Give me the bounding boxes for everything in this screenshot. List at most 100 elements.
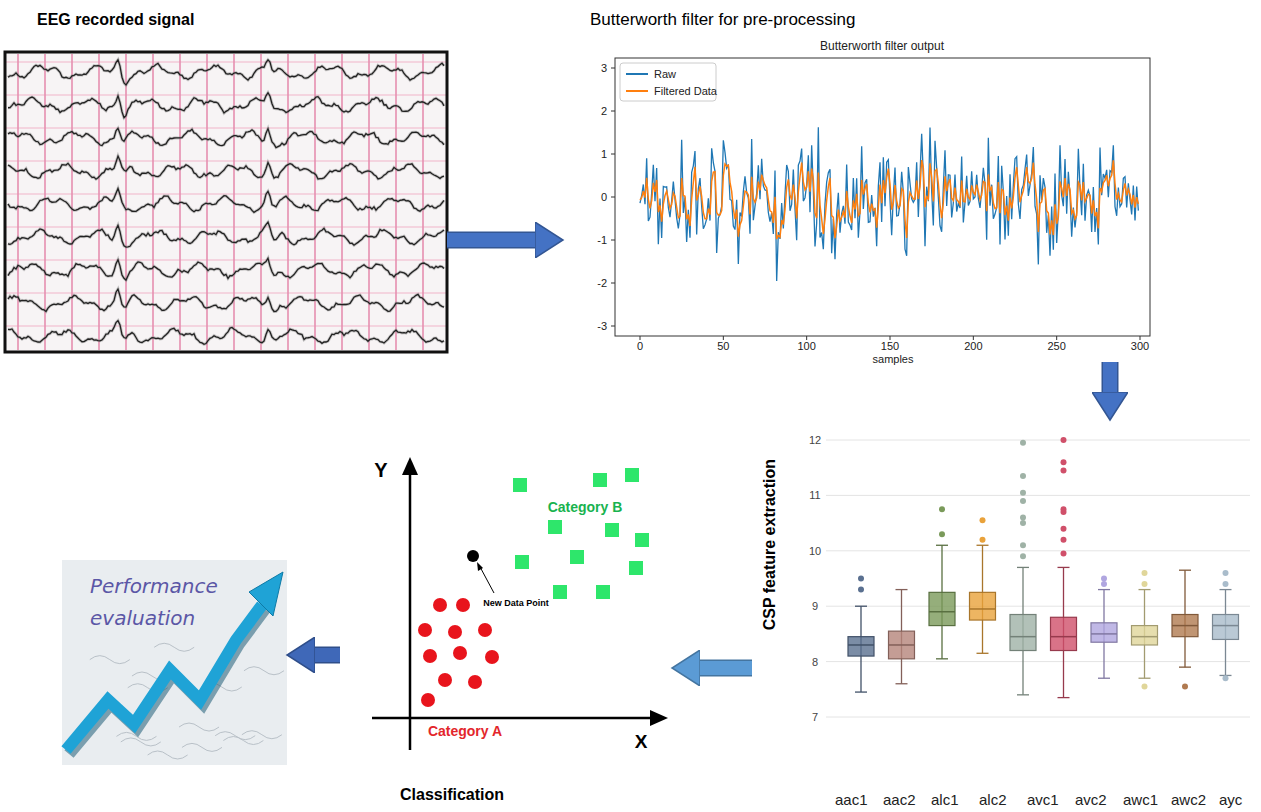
pointer-head: [477, 562, 483, 571]
signal-stage: EEG recorded signal: [5, 52, 447, 352]
box: [1172, 570, 1198, 689]
whisker-cap: [896, 589, 908, 590]
sketch-line: [154, 643, 194, 651]
eeg-trace-shadow: [8, 321, 444, 345]
outlier: [980, 517, 986, 523]
box-body: [929, 592, 955, 625]
class-name: Category B: [548, 499, 623, 515]
whisker-cap: [1017, 567, 1029, 568]
stage-title: Performance evaluation: [90, 570, 250, 634]
stage-title: Classification: [400, 785, 504, 804]
legend-text: Raw: [654, 68, 676, 81]
whisker-cap: [1139, 678, 1151, 679]
outlier: [1142, 684, 1148, 690]
whisker-cap: [1098, 678, 1110, 679]
category-a-point: [421, 693, 435, 707]
arrow-outline: [447, 232, 536, 249]
category-b-point: [596, 585, 610, 599]
outlier: [1020, 498, 1026, 504]
box: [929, 506, 955, 659]
x-axis: [372, 717, 655, 720]
whisker-cap: [936, 658, 948, 659]
outlier: [939, 506, 945, 512]
tick-label: 3: [601, 62, 607, 75]
outlier: [1061, 437, 1067, 443]
axis-name: X: [635, 731, 648, 753]
class-name: Category A: [428, 723, 502, 739]
category-label: alc1: [931, 791, 959, 808]
tick-mark: [611, 240, 615, 241]
eeg-trace: [8, 189, 444, 213]
outlier: [1223, 581, 1229, 587]
category-a-point: [485, 650, 499, 664]
tick-mark: [640, 336, 641, 340]
stage-title: CSP feature extraction: [760, 459, 779, 630]
box: [970, 517, 996, 653]
whisker-cap: [977, 545, 989, 546]
category-a-point: [418, 623, 432, 637]
category-label: avc2: [1075, 791, 1107, 808]
outlier: [1182, 684, 1188, 690]
sketch-line: [223, 737, 263, 745]
trend-head: [249, 572, 283, 616]
outlier: [1020, 490, 1026, 496]
stage-title: EEG recorded signal: [37, 10, 194, 29]
feature-stage: CSP feature extraction: [752, 420, 1250, 760]
tick-label: 300: [1131, 340, 1149, 353]
sketch-line: [121, 738, 161, 746]
box-body: [1132, 626, 1158, 645]
arrow-shaft: [1103, 362, 1117, 393]
tick-mark: [806, 336, 807, 340]
tick-label: 250: [1047, 340, 1065, 353]
tick-label: -3: [597, 320, 607, 333]
eeg-trace-shadow: [8, 189, 444, 213]
tick-label: 0: [637, 340, 643, 353]
arrow-shaft: [447, 233, 536, 247]
plot-frame: [615, 58, 1150, 336]
grid-line: [826, 717, 1250, 718]
arrow-shaft: [699, 661, 752, 675]
sketch-line: [148, 751, 188, 759]
sketch-line: [182, 743, 222, 751]
flow-arrow: [699, 668, 752, 669]
whisker-cap: [855, 606, 867, 607]
outlier: [1061, 459, 1067, 465]
tick-label: 100: [797, 340, 815, 353]
whisker-cap: [1179, 570, 1191, 571]
category-label: ayc: [1219, 791, 1242, 808]
grid-line: [826, 550, 1250, 551]
eeg-trace-shadow: [8, 258, 444, 280]
category-a-point: [423, 649, 437, 663]
category-b-point: [515, 555, 529, 569]
outlier: [1020, 542, 1026, 548]
outlier: [1061, 506, 1067, 512]
pointer-line: [479, 565, 494, 593]
tick-label: 12: [809, 434, 821, 447]
scatter-picture: [372, 457, 668, 750]
outlier: [1223, 570, 1229, 576]
tick-mark: [611, 154, 615, 155]
whisker-cap: [855, 691, 867, 692]
category-b-point: [605, 523, 619, 537]
eeg-trace: [8, 222, 444, 247]
evaluation-stage: Performance evaluation: [62, 560, 287, 765]
tick-label: 2: [601, 105, 607, 118]
median: [889, 644, 915, 646]
tick-label: 50: [717, 340, 729, 353]
tick-label: -2: [597, 277, 607, 290]
box: [1132, 570, 1158, 690]
category-b-point: [513, 478, 527, 492]
box-body: [1091, 623, 1117, 642]
tick-label: 9: [812, 600, 818, 613]
median: [929, 611, 955, 613]
category-a-point: [453, 646, 467, 660]
eeg-trace: [8, 60, 444, 85]
performance-picture: [62, 560, 287, 765]
outlier: [1020, 440, 1026, 446]
new-data-point: [467, 550, 479, 562]
tick-label: 200: [964, 340, 982, 353]
tick-label: 11: [809, 489, 820, 502]
sketch-line: [90, 656, 130, 664]
tick-mark: [611, 197, 615, 198]
